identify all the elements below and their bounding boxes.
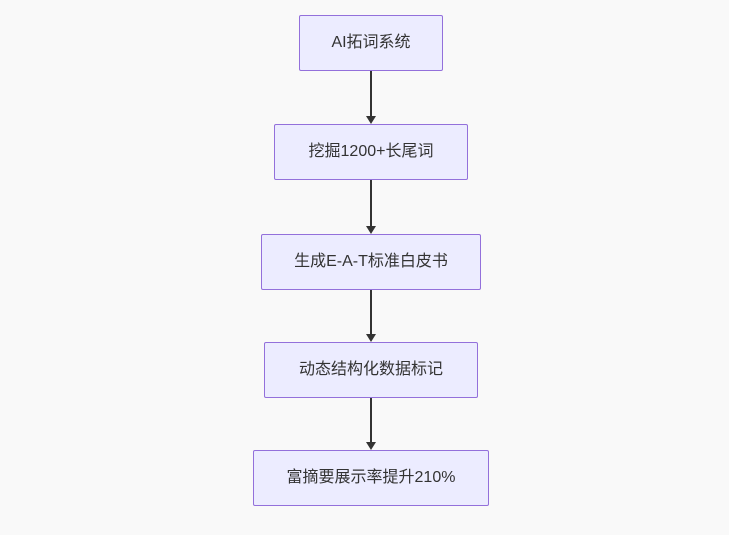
flow-node-label: 挖掘1200+长尾词	[308, 143, 434, 161]
arrow-line	[370, 290, 372, 335]
flow-node-label: 动态结构化数据标记	[298, 361, 443, 379]
flow-node-ai-expansion-system: AI拓词系统	[299, 15, 443, 71]
flow-node-eat-whitepaper: 生成E-A-T标准白皮书	[261, 234, 481, 290]
arrow-line	[370, 180, 372, 227]
flow-arrow-3	[365, 290, 377, 342]
arrowhead-down-icon	[366, 226, 376, 234]
flow-node-structured-data-markup: 动态结构化数据标记	[264, 342, 478, 398]
flow-node-label: AI拓词系统	[331, 34, 411, 52]
arrow-line	[370, 398, 372, 443]
flow-node-longtail-keywords: 挖掘1200+长尾词	[274, 124, 468, 180]
flow-node-label: 生成E-A-T标准白皮书	[294, 253, 448, 271]
flow-arrow-4	[365, 398, 377, 450]
arrowhead-down-icon	[366, 442, 376, 450]
flow-arrow-2	[365, 180, 377, 234]
flow-node-label: 富摘要展示率提升210%	[286, 469, 456, 487]
flow-node-rich-snippet-rate: 富摘要展示率提升210%	[253, 450, 489, 506]
arrowhead-down-icon	[366, 334, 376, 342]
arrowhead-down-icon	[366, 116, 376, 124]
arrow-line	[370, 71, 372, 117]
flow-arrow-1	[365, 71, 377, 124]
